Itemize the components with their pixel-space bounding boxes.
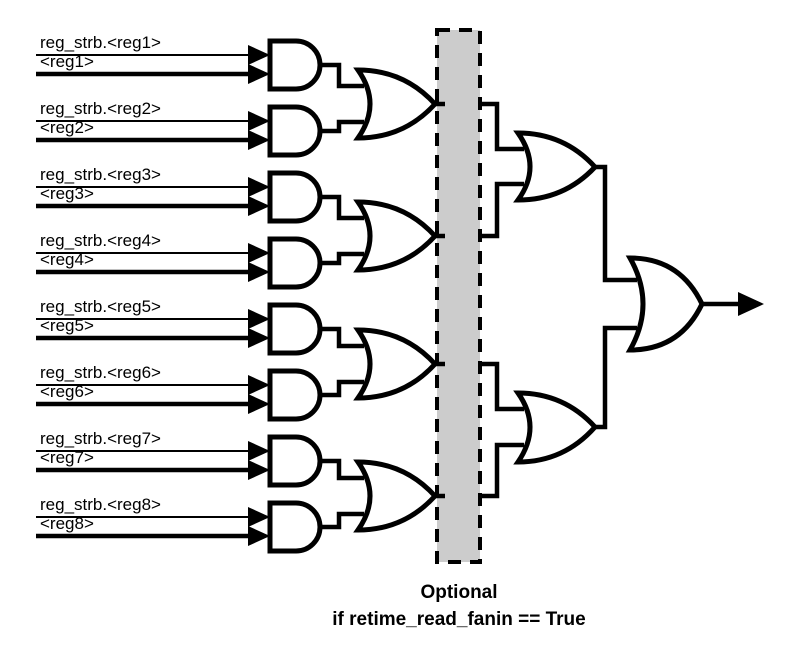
or-gate-1 [353,67,439,141]
input-group-8 [36,507,270,546]
data-arrow-6 [248,394,270,414]
data-arrow-5 [248,328,270,348]
label-strobe-5: reg_strb.<reg5> [40,297,161,316]
wire-or6-to-final [592,325,637,430]
strobe-arrow-3 [248,177,270,197]
and-gate-4 [267,236,323,290]
label-data-8: <reg8> [40,514,94,533]
output-arrow [738,292,764,316]
label-data-7: <reg7> [40,448,94,467]
label-strobe-8: reg_strb.<reg8> [40,495,161,514]
wire-or5-to-final [592,164,637,283]
strobe-arrow-4 [248,243,270,263]
label-strobe-4: reg_strb.<reg4> [40,231,161,250]
and-gate-2 [267,104,323,158]
and-gate-6 [267,368,323,422]
wire-and5-to-or3 [320,326,364,349]
and-gate-8 [267,500,323,554]
caption-line-2: if retime_read_fanin == True [332,609,585,630]
or-gate-4 [353,459,439,533]
label-data-6: <reg6> [40,382,94,401]
input-group-3 [36,177,270,216]
input-group-1 [36,45,270,84]
strobe-arrow-5 [248,309,270,329]
strobe-arrow-7 [248,441,270,461]
optional-retiming-box [435,28,482,564]
data-arrow-2 [248,130,270,150]
input-group-6 [36,375,270,414]
wire-and4-to-or2 [320,251,364,266]
input-group-5 [36,309,270,348]
label-strobe-3: reg_strb.<reg3> [40,165,161,184]
caption-line-1: Optional [420,582,497,603]
input-group-4 [36,243,270,282]
data-arrow-1 [248,64,270,84]
strobe-arrow-1 [248,45,270,65]
or-gate-6 [513,390,599,465]
wire-and2-to-or1 [320,119,364,134]
label-strobe-2: reg_strb.<reg2> [40,99,161,118]
or-gate-3 [353,327,439,401]
data-arrow-8 [248,526,270,546]
wire-and3-to-or2 [320,194,364,221]
strobe-arrow-6 [248,375,270,395]
label-strobe-6: reg_strb.<reg6> [40,363,161,382]
wire-box-to-or6-b [478,442,524,499]
data-arrow-4 [248,262,270,282]
and-gate-3 [267,170,323,224]
label-strobe-7: reg_strb.<reg7> [40,429,161,448]
and-gate-1 [267,38,323,92]
data-arrow-7 [248,460,270,480]
input-group-2 [36,111,270,150]
input-group-7 [36,441,270,480]
wire-and6-to-or3 [320,379,364,398]
and-gate-5 [267,302,323,356]
label-data-4: <reg4> [40,250,94,269]
strobe-arrow-8 [248,507,270,527]
strobe-arrow-2 [248,111,270,131]
wire-box-to-or6-a [478,361,524,412]
label-data-3: <reg3> [40,184,94,203]
label-strobe-1: reg_strb.<reg1> [40,33,161,52]
and-gate-7 [267,434,323,488]
wire-and7-to-or4 [320,458,364,481]
label-data-5: <reg5> [40,316,94,335]
or-gate-5 [513,130,599,203]
wire-box-to-or5-a [478,101,524,152]
label-data-2: <reg2> [40,118,94,137]
wire-and8-to-or4 [320,511,364,530]
wire-box-to-or5-b [478,181,524,239]
or-gate-7 [625,255,705,353]
or-gate-2 [353,199,439,273]
wire-and1-to-or1 [320,62,364,89]
label-data-1: <reg1> [40,52,94,71]
data-arrow-3 [248,196,270,216]
